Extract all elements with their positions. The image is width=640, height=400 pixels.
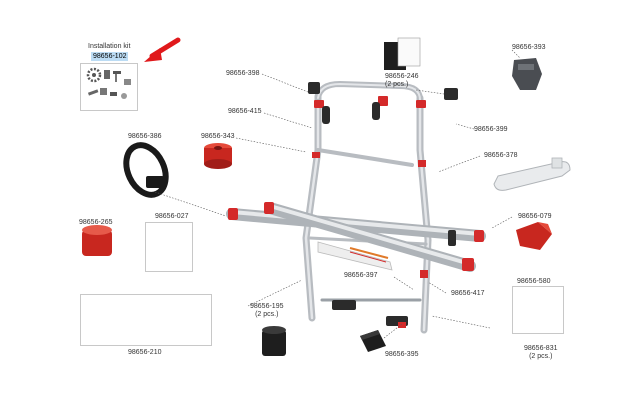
installation-kit-title: Installation kit [88, 43, 131, 50]
frame-red-clips [312, 96, 428, 278]
label-98656-265: 98656-265 [79, 219, 113, 226]
label-98656-393: 98656-393 [512, 44, 546, 51]
label-98656-079: 98656-079 [518, 213, 552, 220]
label-98656-210: 98656-210 [128, 349, 162, 356]
label-98656-395: 98656-395 [385, 351, 419, 358]
part-580-box [512, 286, 564, 334]
part-210-box [80, 294, 212, 346]
label-98656-399: 98656-399 [474, 126, 508, 133]
label-98656-831: 98656-831(2 pcs.) [524, 345, 558, 360]
part-195-holder [262, 326, 286, 356]
part-393-clamp [512, 58, 542, 90]
label-98656-195: 98656-195(2 pcs.) [250, 303, 284, 318]
part-343-cylinder [204, 143, 232, 169]
installation-kit-code: 98656-102 [91, 52, 129, 61]
part-246-plates [384, 37, 421, 70]
rack-label-plate [317, 241, 393, 271]
label-98656-580: 98656-580 [517, 278, 551, 285]
part-386-strap [123, 142, 169, 198]
label-98656-343: 98656-343 [201, 133, 235, 140]
red-arrow-icon [144, 37, 181, 62]
label-98656-415: 98656-415 [228, 108, 262, 115]
part-079-corner [516, 222, 552, 250]
part-027-box [145, 222, 193, 272]
part-265-endcap [82, 225, 112, 256]
label-98656-378: 98656-378 [484, 152, 518, 159]
label-98656-027: 98656-027 [155, 213, 189, 220]
part-378-grip [493, 157, 571, 191]
label-98656-386: 98656-386 [128, 133, 162, 140]
installation-kit-parts [86, 67, 131, 99]
upper-rail [226, 208, 486, 242]
frame-top-hooks [308, 82, 458, 246]
part-395-block [360, 330, 386, 352]
label-98656-246: 98656-246(2 pcs.) [385, 73, 419, 88]
leader-lines [154, 49, 521, 339]
lower-rail [264, 202, 476, 272]
label-98656-398: 98656-398 [226, 70, 260, 77]
frame-feet [332, 300, 408, 328]
label-98656-397: 98656-397 [344, 272, 378, 279]
label-98656-417: 98656-417 [451, 290, 485, 297]
